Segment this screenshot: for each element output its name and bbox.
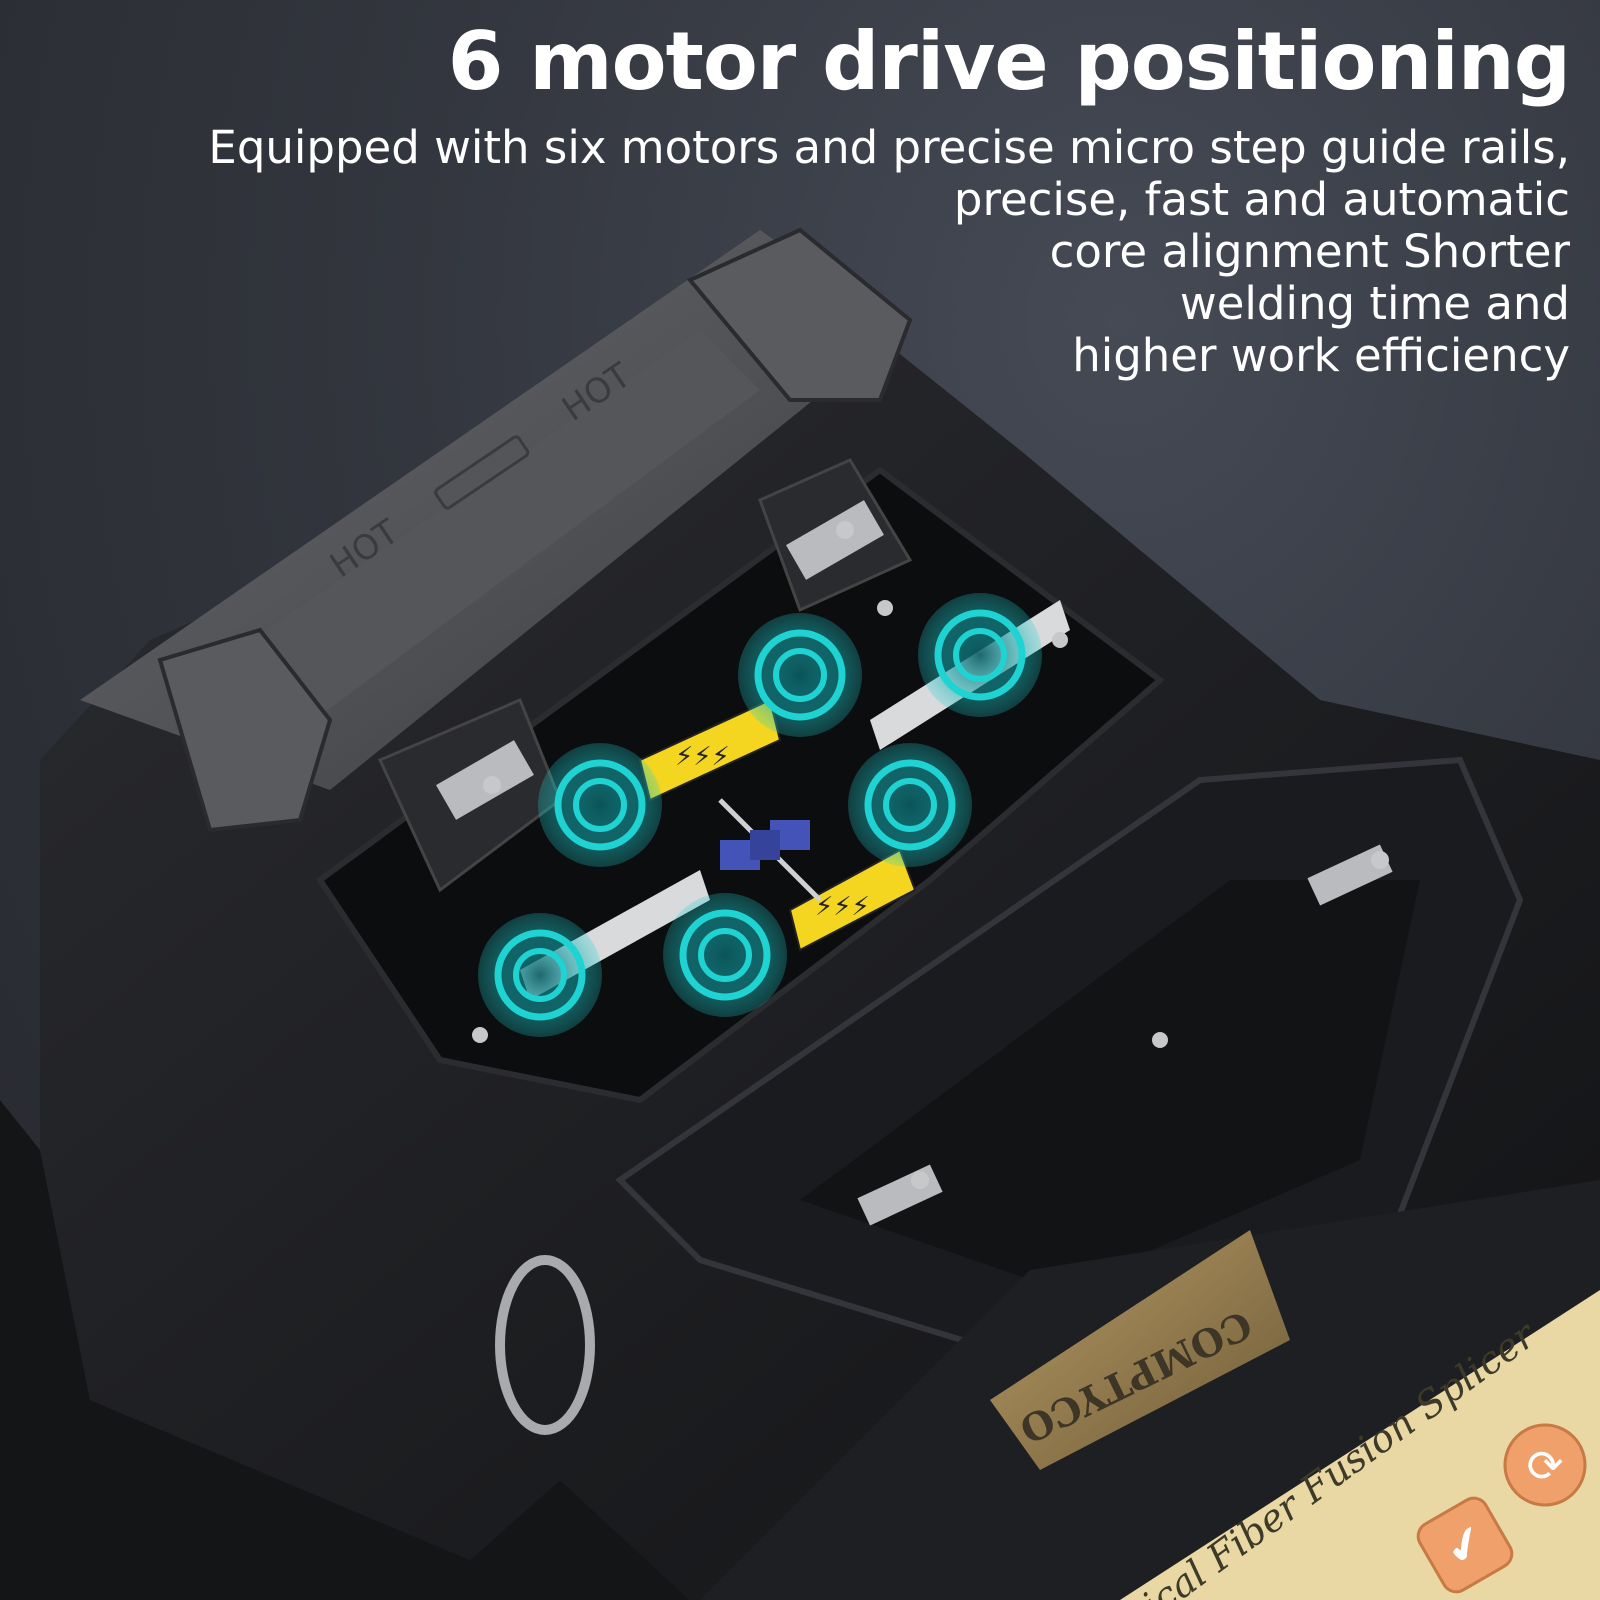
wind-protector-inner — [800, 880, 1420, 1290]
screw-icon — [911, 1171, 929, 1189]
motor-ring-4 — [848, 743, 972, 867]
screw-icon — [1052, 632, 1068, 648]
heater-latch-left — [157, 627, 333, 833]
motor-ring-2 — [918, 593, 1042, 717]
power-icon: ⟳ — [1527, 1441, 1564, 1492]
key-power-button: ⟳ — [1503, 1423, 1587, 1507]
heater-lid: HOT HOT — [80, 227, 913, 833]
lightning-icon: ⚡⚡⚡ — [675, 742, 730, 772]
description-line: precise, fast and automatic — [953, 173, 1570, 226]
description: Equipped with six motors and precise mic… — [208, 122, 1570, 382]
fiber-holder-clip — [720, 820, 810, 870]
description-line: core alignment Shorter — [1049, 225, 1570, 278]
clamp-plate-right — [786, 500, 884, 580]
motor-ring-5 — [478, 913, 602, 1037]
key-check-button: ✔ — [1416, 1496, 1514, 1594]
description-line: Equipped with six motors and precise mic… — [208, 121, 1570, 174]
screw-icon — [877, 600, 893, 616]
display-window — [990, 1230, 1290, 1470]
headline: 6 motor drive positioning — [447, 15, 1571, 108]
screw-icon — [836, 521, 854, 539]
description-line: higher work efficiency — [1072, 329, 1570, 382]
motor-ring-6 — [663, 893, 787, 1017]
motor-ring-1 — [738, 613, 862, 737]
description-line: welding time and — [1179, 277, 1570, 330]
warning-strip-bottom: ⚡⚡⚡ — [788, 848, 917, 952]
screw-icon — [1371, 851, 1389, 869]
heater-element-icon — [434, 435, 530, 510]
heater-latch-right — [686, 227, 913, 402]
carry-ring — [495, 1255, 595, 1435]
screw-icon — [483, 776, 501, 794]
device-side-shadow — [0, 1100, 690, 1600]
screw-icon — [472, 1027, 488, 1043]
motor-ring-3 — [538, 743, 662, 867]
screw-icon — [1152, 1032, 1168, 1048]
lightning-icon: ⚡⚡⚡ — [815, 892, 870, 922]
